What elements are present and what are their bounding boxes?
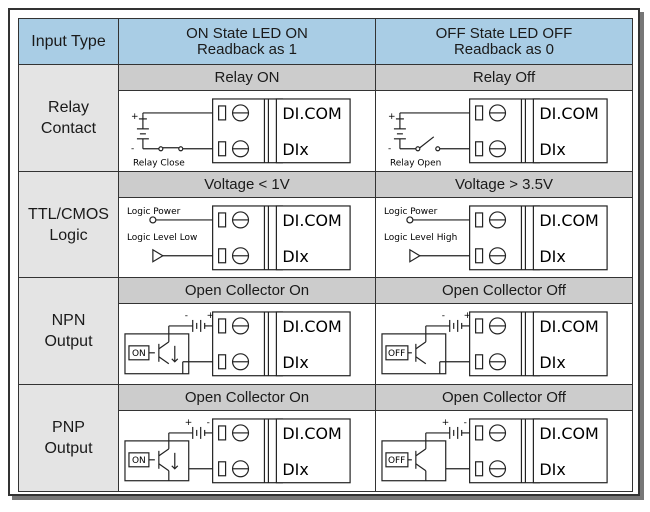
diagram-relay-on: + - Relay Close DI. [118,90,376,172]
output-module-box [381,440,447,482]
diagram-pnp-on: ON + - [118,410,376,492]
battery-icon [425,427,476,470]
logic-level-label: Logic Level High [384,233,457,243]
header-input-type: Input Type [18,18,119,65]
state-box-label: ON [132,456,146,466]
transistor-icon [148,334,179,365]
switch-icon [142,112,219,152]
title-voltage-high: Voltage > 3.5V [375,170,633,198]
minus-sign: - [207,418,210,428]
logic-power-label: Logic Power [127,207,181,217]
plus-sign: + [388,112,396,122]
terminal-com-label: DI.COM [539,424,598,443]
terminal-dix-label: DIx [282,140,308,159]
minus-sign: - [131,144,134,154]
screw-terminal-icon [469,205,608,271]
switch-icon [399,112,476,152]
plus-sign: + [464,311,472,321]
title-relay-off: Relay Off [375,64,633,91]
frame-shadow-right [640,12,644,500]
screw-terminal-icon [212,98,351,164]
output-module-box [381,333,447,375]
state-box-label: OFF [388,349,405,359]
title-pnp-on: Open Collector On [118,384,376,412]
battery-icon [168,320,219,375]
diagram-pnp-off: OFF + - [375,410,633,492]
title-relay-on: Relay ON [118,64,376,91]
diagram-npn-off: OFF - + [375,303,633,386]
minus-sign: - [185,311,188,321]
output-module-box [124,440,190,482]
logic-power-node-icon [406,216,476,224]
diagram-relay-off: + - Relay Open DI.C [375,90,633,172]
screw-terminal-icon [469,418,608,484]
logic-buffer-icon [409,248,476,263]
transistor-icon [407,448,427,481]
terminal-com-label: DI.COM [282,317,341,336]
terminal-dix-label: DIx [539,460,565,479]
terminal-dix-label: DIx [282,353,308,372]
diagram-npn-on: ON - + [118,303,376,386]
transistor-icon [407,334,427,365]
diagram-ttl-high: Logic Power Logic Level High DI.COM DIx [375,196,633,279]
circuit-caption: Relay Close [133,159,185,169]
plus-sign: + [185,418,193,428]
logic-level-label: Logic Level Low [127,233,197,243]
plus-sign: + [207,311,215,321]
battery-icon [393,112,406,149]
plus-sign: + [442,418,450,428]
logic-buffer-icon [152,248,219,263]
terminal-com-label: DI.COM [539,317,598,336]
title-npn-on: Open Collector On [118,277,376,305]
screw-terminal-icon [212,311,351,377]
screw-terminal-icon [212,205,351,271]
screw-terminal-icon [469,98,608,164]
frame-shadow-bottom [12,496,644,500]
battery-icon [425,320,476,375]
logic-power-node-icon [149,216,219,224]
title-voltage-low: Voltage < 1V [118,170,376,198]
battery-icon [168,427,219,470]
circuit-caption: Relay Open [390,159,441,169]
minus-sign: - [442,311,445,321]
state-box-label: ON [132,349,146,359]
screw-terminal-icon [212,418,351,484]
screw-terminal-icon [469,311,608,377]
transistor-icon [148,448,179,481]
battery-icon [136,112,149,149]
terminal-dix-label: DIx [539,140,565,159]
terminal-com-label: DI.COM [539,104,598,123]
terminal-com-label: DI.COM [282,104,341,123]
output-module-box [124,333,190,375]
diagram-ttl-low: Logic Power Logic Level Low DI.COM DIx [118,196,376,279]
logic-power-label: Logic Power [384,207,438,217]
minus-sign: - [388,144,391,154]
plus-sign: + [131,112,139,122]
minus-sign: - [464,418,467,428]
terminal-com-label: DI.COM [539,211,598,230]
terminal-dix-label: DIx [282,460,308,479]
terminal-com-label: DI.COM [282,424,341,443]
title-npn-off: Open Collector Off [375,277,633,305]
terminal-com-label: DI.COM [282,211,341,230]
terminal-dix-label: DIx [539,246,565,265]
state-box-label: OFF [388,456,405,466]
terminal-dix-label: DIx [539,353,565,372]
terminal-dix-label: DIx [282,246,308,265]
title-pnp-off: Open Collector Off [375,384,633,412]
